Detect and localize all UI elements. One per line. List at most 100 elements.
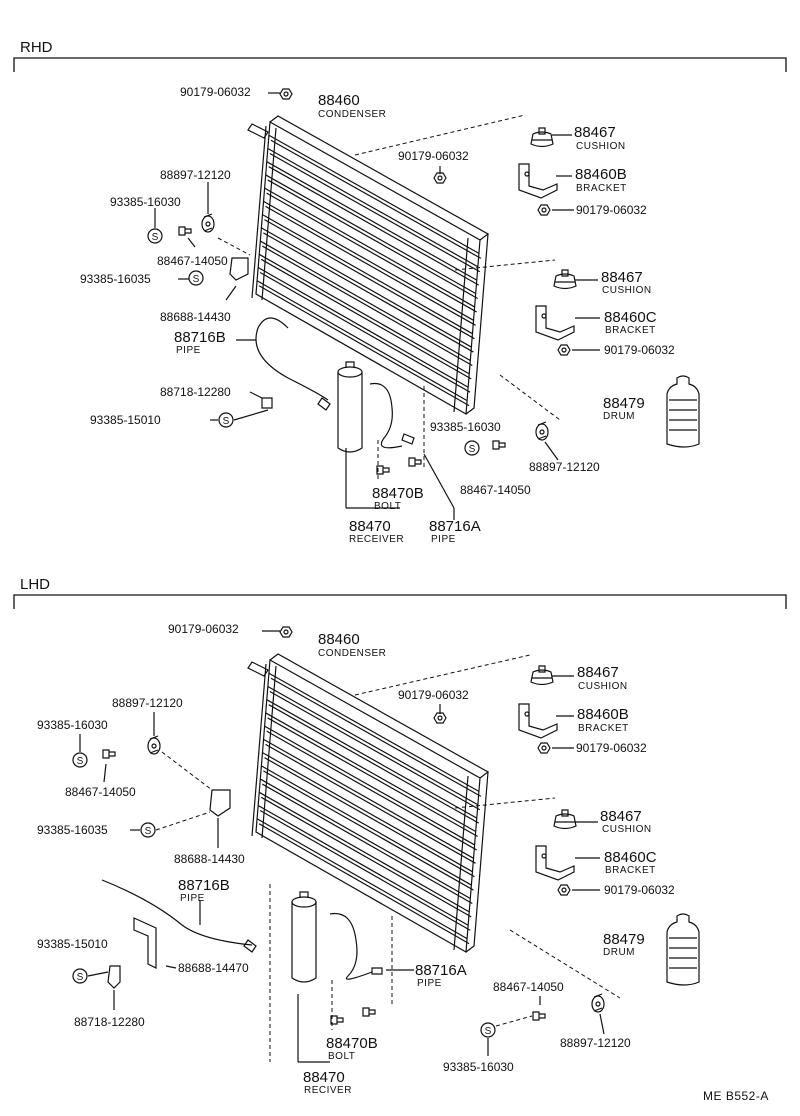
bush-edge [149, 735, 159, 754]
lhd-label-bolt-no: 88470B [326, 1035, 378, 1052]
rhd-label-bracket-b-name: BRACKET [576, 183, 627, 194]
condenser-tube [269, 152, 481, 273]
bracket-plate [518, 163, 558, 199]
bracket-plate [535, 845, 575, 881]
nut-hole [561, 347, 567, 353]
lhd-label-receiver-name: RECIVER [304, 1085, 352, 1096]
screw-circle [140, 822, 156, 838]
left-bracket-icon [209, 789, 231, 817]
rhd-label-cushion-bot-name: CUSHION [602, 285, 652, 296]
screw-icon: S [140, 822, 156, 838]
screw-icon: S [464, 440, 480, 456]
rhd-label-pipe-a-name: PIPE [431, 534, 456, 545]
guide-line [495, 1015, 533, 1027]
lhd-label-bracket-b-no: 88460B [577, 706, 629, 723]
condenser-icon [247, 115, 490, 415]
receiver-port [299, 891, 309, 898]
screw-circle [72, 968, 88, 984]
guide-line [217, 237, 251, 256]
cushion-stud [561, 809, 569, 817]
rhd-label-screw-right: 93385-16030 [430, 420, 501, 434]
nut-icon [279, 626, 293, 638]
receiver-port [345, 361, 355, 368]
bolt-icon [408, 457, 422, 467]
condenser-tube [265, 743, 476, 864]
leader-line [423, 453, 455, 509]
nut-hole [437, 175, 443, 181]
guide-line [499, 374, 561, 421]
nut-body [433, 712, 447, 724]
condenser-tube [265, 174, 476, 295]
bolt-body [330, 1015, 344, 1025]
rhd-label-receiver-no: 88470 [349, 518, 391, 535]
cushion-body [530, 131, 554, 148]
rhd-label-drum-no: 88479 [603, 395, 645, 412]
nut-hole [541, 207, 547, 213]
leader-line [599, 1013, 605, 1035]
screw-icon: S [72, 968, 88, 984]
condenser-tube [261, 227, 472, 348]
pipe-fitting [317, 397, 331, 411]
condenser-tube [266, 192, 477, 313]
drum-icon [666, 375, 700, 448]
condenser-tank-left [261, 665, 277, 839]
rhd-label-nut-top: 90179-06032 [180, 85, 251, 99]
guide-line [161, 751, 213, 791]
condenser-tube [268, 134, 480, 254]
drum-icon [666, 913, 700, 986]
nut-icon [557, 884, 571, 896]
pipe-a-icon [369, 382, 403, 449]
lhd-label-bracket-c-no: 88460C [604, 849, 657, 866]
cushion-icon [553, 809, 577, 830]
lhd-label-screw-left2: 93385-16035 [37, 823, 108, 837]
lhd-section-frame [13, 594, 787, 609]
nut-hole [437, 715, 443, 721]
screw-circle [72, 752, 88, 768]
rhd-label-pipe-b-name: PIPE [176, 345, 201, 356]
lhd-label-cushion-right: 88897-12120 [560, 1036, 631, 1050]
nut-body [537, 742, 551, 754]
bush-hole [539, 429, 545, 435]
rhd-label-condenser-name: CONDENSER [318, 109, 387, 120]
condenser-tube [257, 267, 469, 388]
bolt-icon [178, 226, 192, 236]
screw-s-glyph: S [77, 756, 84, 767]
rhd-label-drum-name: DRUM [603, 411, 635, 422]
screw-circle [218, 412, 234, 428]
guide-line [454, 797, 556, 809]
condenser-tube [261, 765, 472, 886]
bolt-body [376, 465, 390, 475]
screw-icon: S [188, 270, 204, 286]
cushion-body [553, 813, 577, 830]
cushion-bush-icon [147, 735, 161, 755]
rhd-label-screw-clamp: 93385-15010 [90, 413, 161, 427]
lhd-label-cushion-top-no: 88467 [577, 664, 619, 681]
leader-line [233, 409, 269, 421]
lhd-label-bracket-pipe: 88688-14470 [178, 961, 249, 975]
condenser-tank-left [251, 125, 267, 299]
condenser-tube [257, 805, 469, 926]
cushion-body [530, 669, 554, 686]
rhd-label-nut-b: 90179-06032 [576, 203, 647, 217]
pipe-bracket-icon [133, 917, 157, 969]
bracket-hole [541, 853, 547, 859]
condenser-tube [260, 778, 471, 899]
condenser-tube [267, 717, 478, 838]
receiver-top [291, 896, 317, 908]
screw-circle [147, 228, 163, 244]
condenser-tube [256, 818, 468, 940]
lhd-label-pipe-b-no: 88716B [178, 877, 230, 894]
leader-line [165, 965, 177, 969]
condenser-tube [264, 725, 475, 846]
bush-hole [205, 221, 211, 227]
condenser-tank-left [251, 663, 267, 837]
rhd-label-nut-mid: 90179-06032 [398, 149, 469, 163]
nut-hole [561, 887, 567, 893]
bush-hole [595, 1001, 601, 1007]
condenser-tube [268, 672, 480, 792]
bracket-plate [535, 305, 575, 341]
cushion-bush-icon [535, 421, 549, 441]
bracket-icon [535, 845, 575, 881]
